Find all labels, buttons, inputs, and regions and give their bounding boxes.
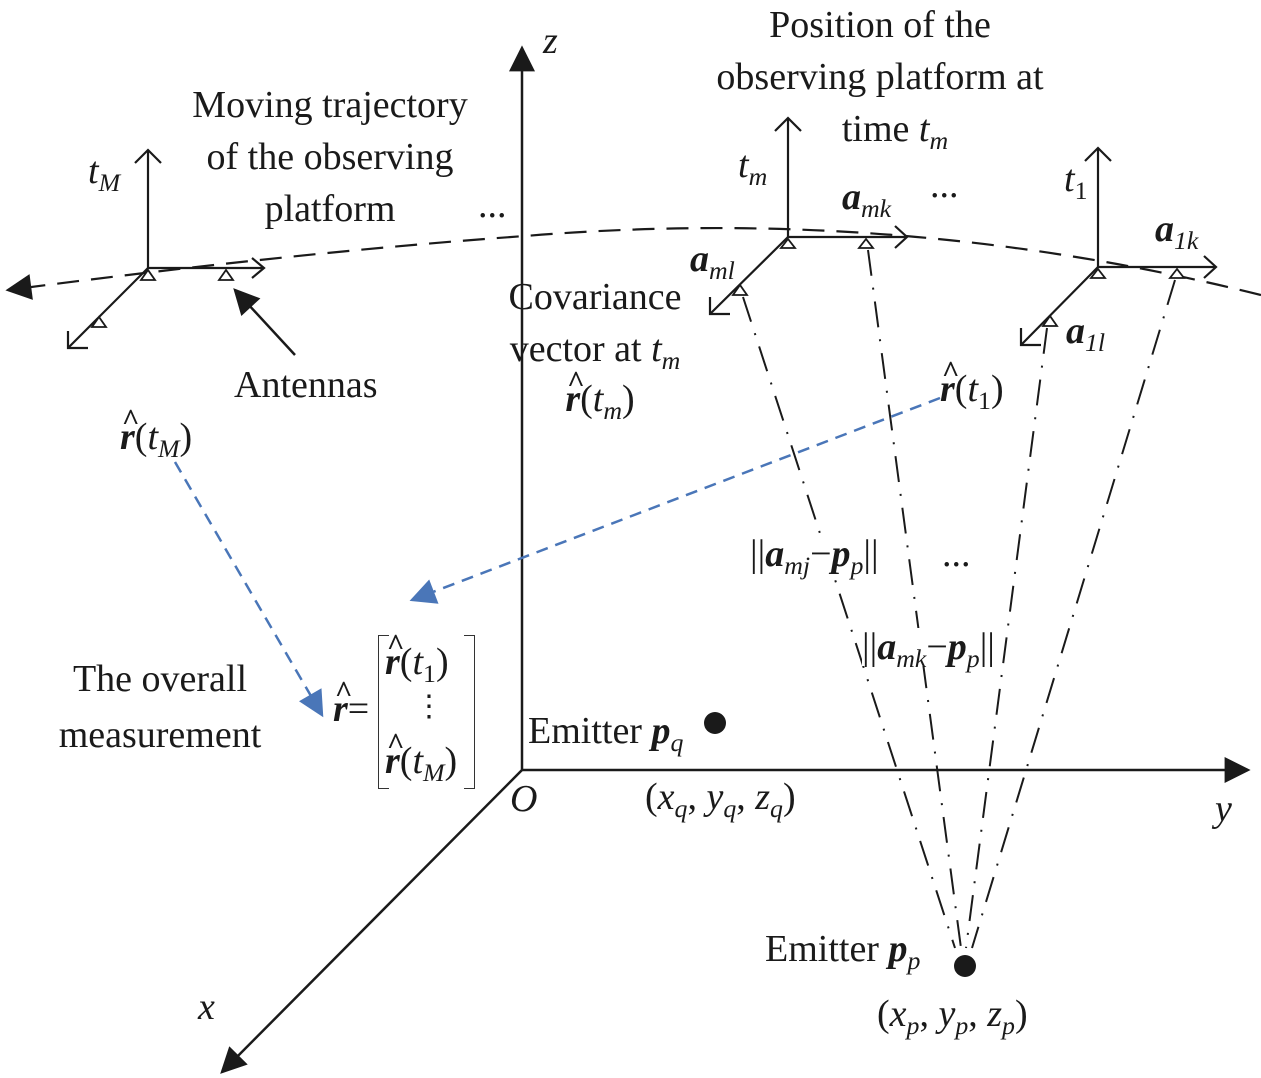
trajectory-line-3: platform <box>264 188 396 230</box>
origin-label: O <box>510 778 538 820</box>
time-subscript: m <box>929 126 949 156</box>
x-axis-label: x <box>198 986 215 1028</box>
antenna-icon <box>1041 314 1059 327</box>
r-hat-tM: r(tM) <box>120 405 192 461</box>
antenna-icon <box>731 283 749 296</box>
antenna-icon <box>857 237 875 249</box>
time-symbol: t <box>918 108 930 150</box>
range-lines <box>742 249 1176 949</box>
platform-tm-label: tm <box>738 144 768 192</box>
antenna-label-aml: aml <box>690 238 735 286</box>
antennas-pointer-arrow <box>233 288 296 356</box>
range-line <box>971 279 1176 949</box>
antenna-icon <box>1168 267 1186 279</box>
ellipsis-right: ... <box>930 164 959 206</box>
trajectory-curve <box>5 226 1261 300</box>
matrix-vdots: ⋮ <box>414 690 444 723</box>
position-annotation: Position of the observing platform at ti… <box>670 4 1090 154</box>
position-line-3: time <box>841 108 910 150</box>
antenna-icon <box>779 237 797 249</box>
antenna-icon <box>139 268 157 281</box>
trajectory-line-1: Moving trajectory <box>192 84 468 126</box>
distance-amk-pp: ||amk−pp|| <box>862 626 995 674</box>
ellipsis-left: ... <box>478 184 507 226</box>
matrix-entry-r-t1: r(t1) <box>385 630 449 686</box>
antenna-label-a1k: a1k <box>1155 208 1199 256</box>
x-axis <box>220 769 523 1074</box>
z-axis-label: z <box>543 20 558 62</box>
antennas-label: Antennas <box>234 364 378 406</box>
r-hat-tm: r(tm) <box>480 367 710 423</box>
emitter-pp-coords: (xp, yp, zp) <box>877 993 1028 1041</box>
r-hat-t1: r(t1) <box>940 357 1004 413</box>
range-line <box>742 296 956 949</box>
overall-r-hat: r= <box>333 677 369 728</box>
overall-line-2: measurement <box>58 714 262 756</box>
distance-amj-pp: ||amj−pp|| <box>750 533 879 581</box>
antenna-icon <box>90 315 108 328</box>
overall-line-1: The overall <box>72 658 248 700</box>
trajectory-annotation: Moving trajectory of the observing platf… <box>150 86 510 228</box>
covariance-line-2: vector at <box>509 328 642 370</box>
matrix-bracket-right <box>464 635 475 789</box>
emitter-pq-dot <box>704 712 726 734</box>
flow-arrow-tM-to-overall <box>173 461 324 718</box>
platform-tM <box>66 148 266 350</box>
platform-tm <box>708 116 909 316</box>
platform-t1 <box>1019 146 1218 347</box>
ellipsis-distances: ... <box>942 533 971 575</box>
flow-arrow-t1-to-overall <box>409 396 941 604</box>
platform-tM-label: tM <box>88 150 121 198</box>
matrix-entry-r-tM: r(tM) <box>385 729 457 785</box>
platform-t1-label: t1 <box>1064 158 1088 206</box>
antenna-icon <box>1089 267 1107 279</box>
range-line <box>965 327 1048 949</box>
matrix-bracket-left <box>378 635 389 789</box>
covariance-line-1: Covariance <box>508 276 682 318</box>
emitter-pq-coords: (xq, yq, zq) <box>645 776 796 824</box>
antenna-label-amk: amk <box>842 176 892 224</box>
covariance-annotation: Covariance vector at tm r(tm) <box>480 276 710 424</box>
emitter-pp-label: Emitter pp <box>765 928 921 976</box>
y-axis-label: y <box>1215 788 1232 830</box>
position-line-1: Position of the <box>769 4 991 46</box>
position-line-2: observing platform at <box>716 56 1044 98</box>
trajectory-line-2: of the observing <box>206 136 454 178</box>
range-line <box>867 249 962 949</box>
emitter-pq-label: Emitter pq <box>528 710 684 758</box>
overall-measurement-annotation: The overall measurement <box>30 660 290 754</box>
emitter-pp-dot <box>954 955 976 977</box>
antenna-label-a1l: a1l <box>1066 310 1106 358</box>
antenna-icon <box>217 268 235 281</box>
